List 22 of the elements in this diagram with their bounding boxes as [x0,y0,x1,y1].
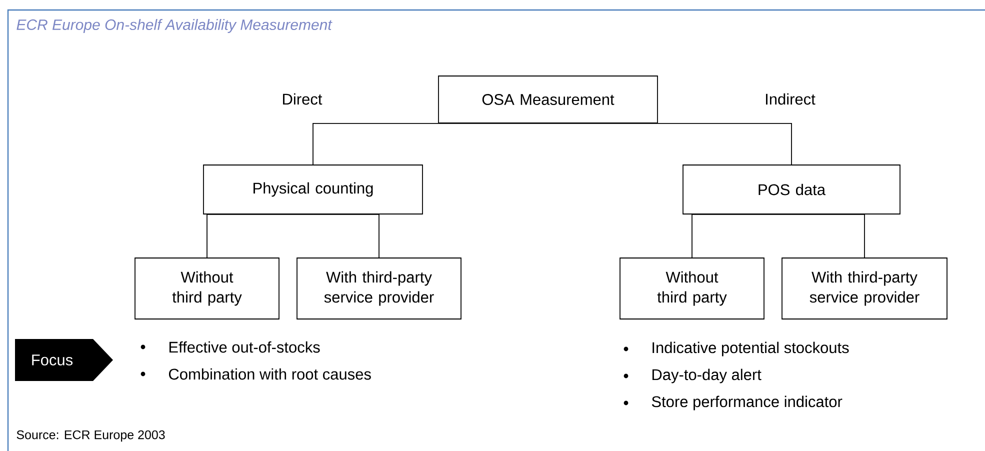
box: Physical counting [203,164,423,214]
bullet-item: Day-to-day alert [624,368,762,384]
connector [312,123,548,165]
box: With third-party service provider [296,258,462,320]
source-note: Source: ECR Europe 2003 [16,430,165,442]
branch-label: Indirect [766,93,816,105]
box: Without third party [134,258,280,320]
bullet-item: Indicative potential stockouts [624,342,849,356]
bullet-item: Combination with root causes [140,368,371,380]
branch-label: Direct [283,93,322,105]
box: POS data [682,164,900,214]
connector [206,214,314,258]
connector [692,214,792,258]
bullet-item: Store performance indicator [624,396,842,410]
connector [312,214,380,258]
box: With third-party service provider [782,258,948,320]
box: OSA Measurement [438,76,658,124]
box: Without third party [620,258,764,320]
connector [791,214,865,258]
bullet-item: Effective out-of-stocks [140,341,320,353]
title: ECR Europe On-shelf Availability Measurement [16,19,332,33]
connector [548,123,792,165]
